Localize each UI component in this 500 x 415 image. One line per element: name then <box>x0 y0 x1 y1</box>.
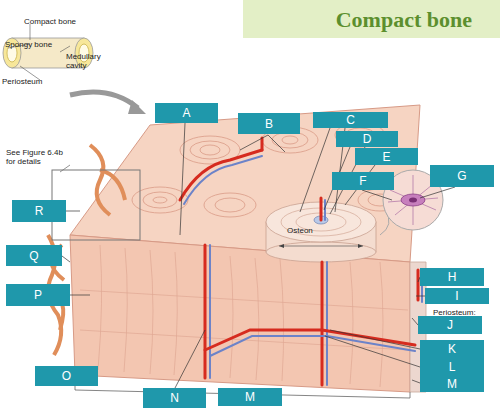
label-letter: D <box>363 132 372 146</box>
label-letter: R <box>35 204 44 218</box>
label-letter: K <box>448 342 456 356</box>
osteon-rings <box>132 123 402 217</box>
label-box: O <box>35 366 98 386</box>
title-text: Compact bone <box>336 7 472 33</box>
label-letter: L <box>449 360 456 374</box>
label-letter: M <box>245 390 255 404</box>
label-letter: B <box>265 117 273 131</box>
label-box: E <box>355 148 418 165</box>
label-letter: E <box>382 150 390 164</box>
label-box: B <box>238 113 300 134</box>
label-box: R <box>12 200 66 222</box>
label-letter: I <box>455 289 458 303</box>
part-label: Osteon <box>287 226 313 235</box>
part-label: Periosteum: <box>433 308 476 317</box>
part-label: Medullary cavity <box>66 52 100 70</box>
label-box: P <box>6 284 70 306</box>
label-box: D <box>336 131 398 147</box>
label-letter: M <box>447 377 457 391</box>
label-letter: A <box>182 106 190 120</box>
label-letter: C <box>346 113 355 127</box>
inset-bone <box>3 24 146 114</box>
blood-vessels <box>180 138 422 385</box>
label-box: F <box>332 172 394 190</box>
label-box: N <box>143 388 206 408</box>
label-box: L <box>420 358 484 375</box>
label-letter: Q <box>29 249 38 263</box>
label-box: Q <box>6 245 62 266</box>
label-letter: N <box>170 391 179 405</box>
label-box: K <box>420 340 484 358</box>
title-band: Compact bone <box>243 0 500 38</box>
label-box: C <box>313 112 388 128</box>
leader-lines <box>62 123 455 398</box>
label-box: G <box>430 165 494 187</box>
part-label: See Figure 6.4b for details <box>6 148 68 166</box>
label-letter: P <box>34 288 42 302</box>
label-box: J <box>418 316 482 334</box>
label-letter: G <box>457 169 466 183</box>
label-letter: H <box>448 270 457 284</box>
label-box: M <box>420 375 484 392</box>
part-label: Periosteum <box>2 77 42 86</box>
label-box: H <box>420 268 484 286</box>
label-box: A <box>155 103 218 123</box>
label-box: I <box>425 288 489 304</box>
part-label: Spongy bone <box>5 40 52 49</box>
label-letter: F <box>359 174 366 188</box>
part-label: Compact bone <box>24 17 76 26</box>
label-box: M <box>218 388 282 406</box>
label-letter: J <box>447 318 453 332</box>
label-letter: O <box>62 369 71 383</box>
